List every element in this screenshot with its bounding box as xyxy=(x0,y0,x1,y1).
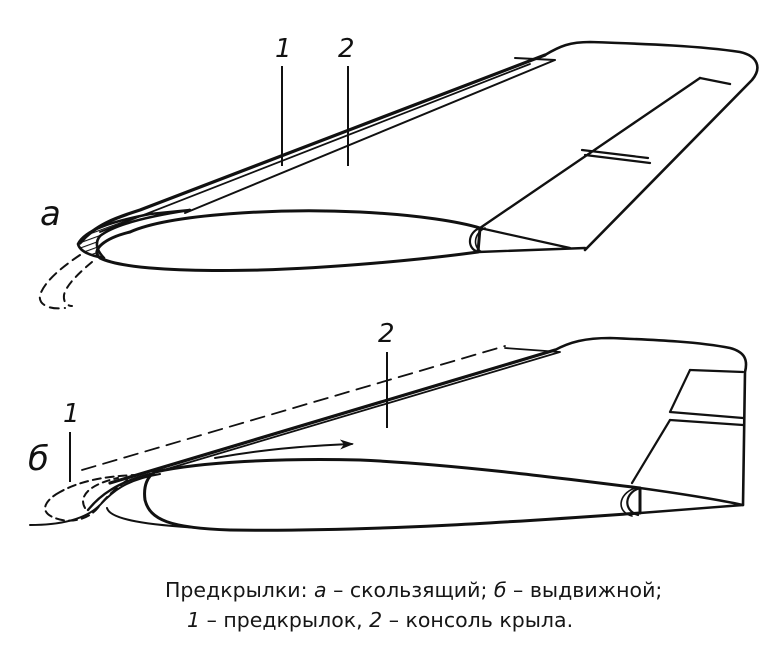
panel-b-callouts: 2 1 б xyxy=(28,319,395,482)
panel-b-wing xyxy=(29,336,748,532)
callout-2-b: 2 xyxy=(378,319,395,349)
caption-a-letter: а xyxy=(314,578,327,602)
caption-b-text: – выдвижной; xyxy=(506,578,663,602)
panel-a-letter: а xyxy=(40,194,61,234)
caption-b-letter: б xyxy=(493,578,507,602)
caption-a-text: – скользящий; xyxy=(326,578,494,602)
callout-1-b: 1 xyxy=(63,399,80,429)
caption-n2-text: – консоль крыла. xyxy=(382,608,574,632)
caption-line-2: 1 – предкрылок, 2 – консоль крыла. xyxy=(165,605,765,635)
panel-a-callouts: 1 2 а xyxy=(40,34,355,234)
caption-prefix: Предкрылки: xyxy=(165,578,315,602)
caption-n1-text: – предкрылок, xyxy=(200,608,370,632)
caption-line-1: Предкрылки: а – скользящий; б – выдвижно… xyxy=(165,575,765,605)
caption-n2: 2 xyxy=(369,608,383,632)
panel-a-wing xyxy=(38,40,759,310)
panel-b-letter: б xyxy=(28,439,49,479)
wing-slats-figure: 1 2 а xyxy=(28,34,759,532)
callout-2-a: 2 xyxy=(338,34,355,64)
figure-caption: Предкрылки: а – скользящий; б – выдвижно… xyxy=(165,575,765,635)
caption-n1: 1 xyxy=(187,608,201,632)
callout-1-a: 1 xyxy=(275,34,292,64)
